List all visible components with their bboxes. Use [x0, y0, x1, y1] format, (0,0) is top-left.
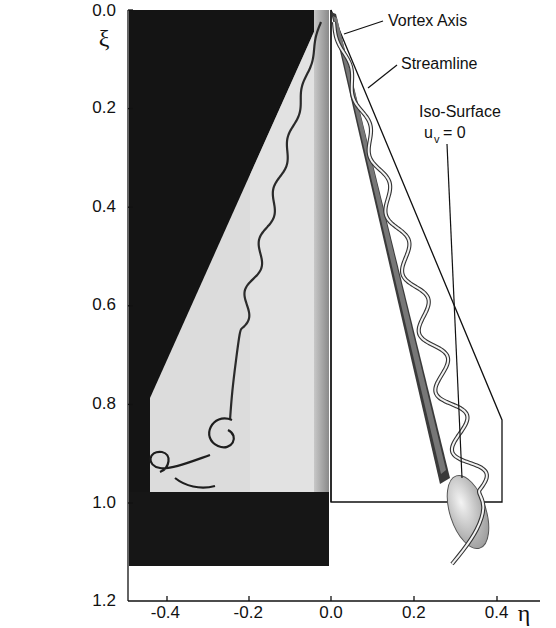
callout-label: Vortex Axis: [388, 12, 467, 30]
callout-label: Iso-Surface: [419, 103, 501, 121]
callout-label: Streamline: [401, 55, 477, 73]
axis-tick-label: 0.2: [92, 99, 116, 118]
callout-label: = 0: [443, 124, 466, 142]
axis-tick-label: 0.6: [92, 296, 116, 315]
callout-subscript: v: [434, 133, 440, 145]
axis-tick-label: 0.0: [319, 604, 343, 623]
axis-tick-label: -0.4: [151, 604, 180, 623]
axis-title: ξ: [99, 25, 110, 51]
axis-tick-label: 1.0: [92, 494, 116, 513]
axis-title: η: [518, 600, 531, 626]
axis-tick-label: 0.2: [402, 604, 426, 623]
leader-lines: [344, 21, 462, 478]
computed-vortex: [331, 10, 502, 564]
axis-tick-label: 0.4: [92, 198, 116, 217]
axis-tick-label: 1.2: [92, 592, 116, 611]
flow-photo: [129, 10, 329, 566]
axis-tick-label: 0.8: [92, 395, 116, 414]
axis-tick-label: 0.0: [92, 2, 116, 21]
axis-tick-label: -0.2: [234, 604, 263, 623]
axis-tick-label: 0.4: [485, 604, 509, 623]
axes: [128, 10, 540, 601]
callout-label: u: [424, 124, 433, 142]
